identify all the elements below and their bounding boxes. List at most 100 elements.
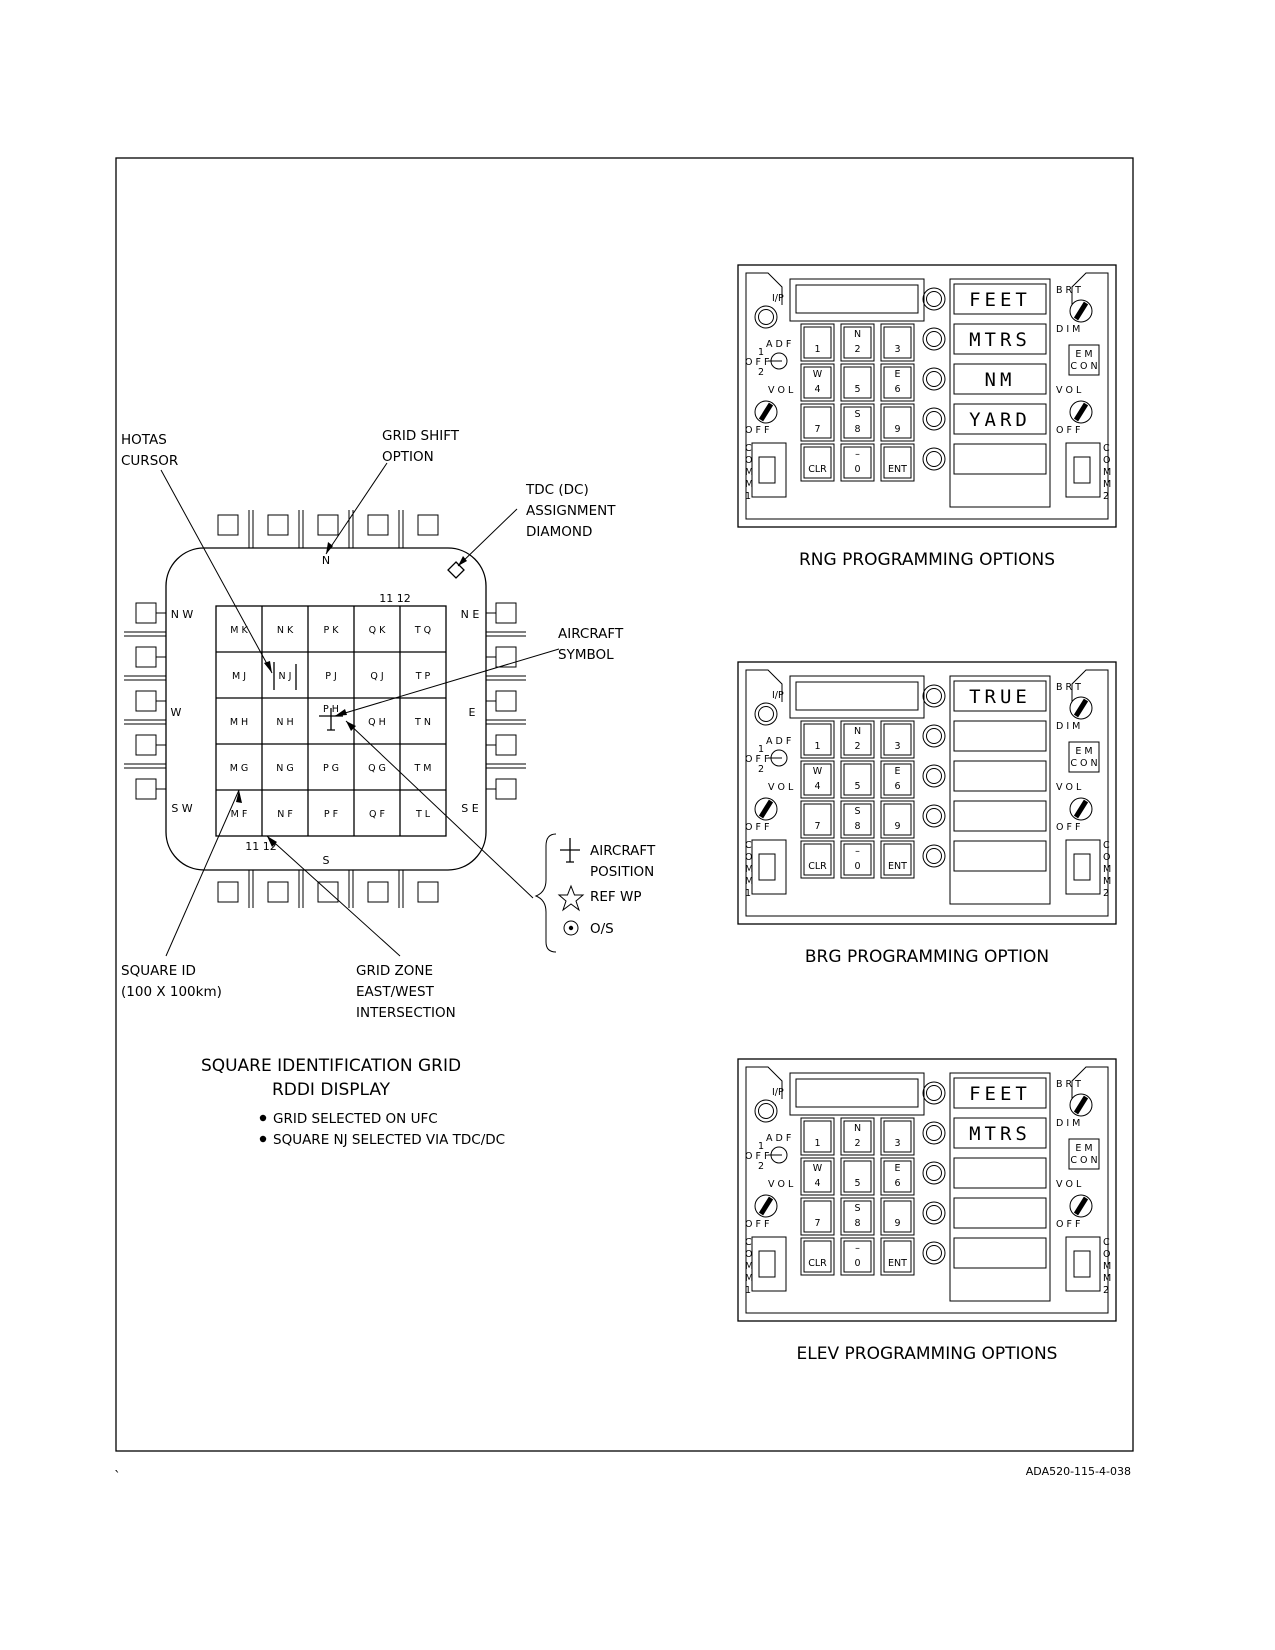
grid-square-label: M J (232, 671, 246, 682)
legend-ref-wp: REF WP (590, 889, 641, 905)
keypad-key (803, 1120, 832, 1153)
rotary-knob-icon (1069, 797, 1093, 821)
em-label: E M (1075, 349, 1092, 360)
ip-label: I/P (772, 690, 784, 701)
vol-label-right: V O L (1056, 1179, 1082, 1190)
rddi-pushbutton (217, 881, 239, 903)
keypad-key-label: CLR (808, 464, 827, 475)
keypad-key-bezel (800, 1157, 835, 1196)
square-id-callout-line1: SQUARE ID (121, 963, 196, 979)
keypad-key (843, 763, 872, 796)
keypad-key-top-label: N (854, 1123, 861, 1134)
ip-label: I/P (772, 1087, 784, 1098)
grid-square-label: P J (325, 671, 337, 682)
option-select-button-inner (926, 371, 942, 387)
rddi-pushbutton (495, 778, 517, 800)
comm2-label: M (1103, 467, 1111, 478)
ufc-outer-frame (737, 661, 1117, 925)
legend-os: O/S (590, 921, 614, 937)
option-window-text: TRUE (969, 686, 1031, 708)
keypad-key-label: ENT (888, 1258, 907, 1269)
comm2-label: O (1103, 852, 1110, 863)
tdc-callout-line1: TDC (DC) (525, 482, 589, 498)
keypad-key-label: 6 (894, 384, 900, 395)
keypad-key (843, 1160, 872, 1193)
keypad-key-bezel (880, 1197, 915, 1236)
keypad-key-label: 2 (854, 344, 860, 355)
grid-square-label: N F (277, 809, 293, 820)
option-select-button-inner (926, 331, 942, 347)
rddi-pushbutton (317, 881, 339, 903)
dim-label: D I M (1056, 1118, 1080, 1129)
compass-s-label: S (323, 854, 330, 867)
keypad-key-bezel (800, 840, 835, 879)
comm1-label: C (745, 840, 752, 851)
rng-programming-caption: RNG PROGRAMMING OPTIONS (799, 550, 1055, 570)
option-window (953, 1237, 1047, 1269)
keypad-key-label: 0 (854, 861, 860, 872)
rddi-pushbutton (217, 514, 239, 536)
keypad-key (883, 1200, 912, 1233)
ufc-corner-brackets (745, 1066, 1109, 1099)
keypad-key-label: ENT (888, 861, 907, 872)
vol-off-label-right: O F F (1056, 822, 1080, 833)
option-window-text: NM (985, 369, 1016, 391)
keypad-key-label: 2 (854, 1138, 860, 1149)
rddi-bezel-separators (486, 631, 526, 769)
comm1-label: M (745, 1261, 753, 1272)
keypad-key (803, 723, 832, 756)
keypad-key-top-label: S (854, 806, 860, 817)
ip-label: I/P (772, 293, 784, 304)
rddi-bezel-separators (248, 870, 404, 908)
keypad-key-bezel (880, 443, 915, 482)
keypad-key-top-label: E (894, 1163, 900, 1174)
tdc-assignment-diamond (447, 561, 465, 579)
grid-square-label: T Q (414, 625, 431, 636)
keypad-key-label: 5 (854, 781, 860, 792)
compass-w-label: W (171, 706, 182, 719)
option-window (953, 443, 1047, 475)
comm2-label: C (1103, 840, 1110, 851)
comm2-label: C (1103, 443, 1110, 454)
option-window-text: YARD (969, 409, 1031, 431)
keypad-key (883, 803, 912, 836)
option-window-text: FEET (969, 1083, 1031, 1105)
keypad-key (843, 843, 872, 876)
keypad-key-bezel (880, 720, 915, 759)
keypad-key (803, 446, 832, 479)
keypad-key (803, 1200, 832, 1233)
con-label: C O N (1070, 758, 1097, 769)
vol-off-label-right: O F F (1056, 425, 1080, 436)
vol-off-label-left: O F F (745, 425, 769, 436)
option-display-bezel (949, 278, 1051, 508)
ip-button (754, 1099, 778, 1123)
comm1-label: M (745, 467, 753, 478)
option-window (953, 1197, 1047, 1229)
keypad-key-top-label: E (894, 766, 900, 777)
keypad-key-top-label: – (855, 1243, 860, 1254)
keypad-key-bezel (800, 800, 835, 839)
keypad-key-label: 7 (814, 821, 820, 832)
rddi-top-buttons (217, 510, 439, 548)
rddi-pushbutton (135, 602, 157, 624)
keypad-key-bezel (840, 443, 875, 482)
grid-shift-leader (325, 462, 388, 555)
comm1-label: 1 (745, 888, 751, 899)
grid-square-label: N H (276, 717, 293, 728)
keypad-key-bezel (800, 363, 835, 402)
rddi-label-ticks (156, 612, 496, 790)
grid-shift-callout-line1: GRID SHIFT (382, 428, 460, 444)
keypad-key-label: 9 (894, 821, 900, 832)
adf-label: A D F (766, 1133, 791, 1144)
adf-off-label: O F F (745, 754, 769, 765)
keypad-key (843, 366, 872, 399)
keypad-key (883, 1240, 912, 1273)
keypad-key-label: 4 (814, 384, 820, 395)
rddi-pushbutton (495, 690, 517, 712)
keypad-key-label: 9 (894, 424, 900, 435)
adf-label: A D F (766, 736, 791, 747)
option-select-button-inner (926, 1085, 942, 1101)
keypad-key-label: CLR (808, 861, 827, 872)
ref-wp-star-icon (557, 884, 585, 912)
rotary-knob-pointer (758, 799, 774, 819)
